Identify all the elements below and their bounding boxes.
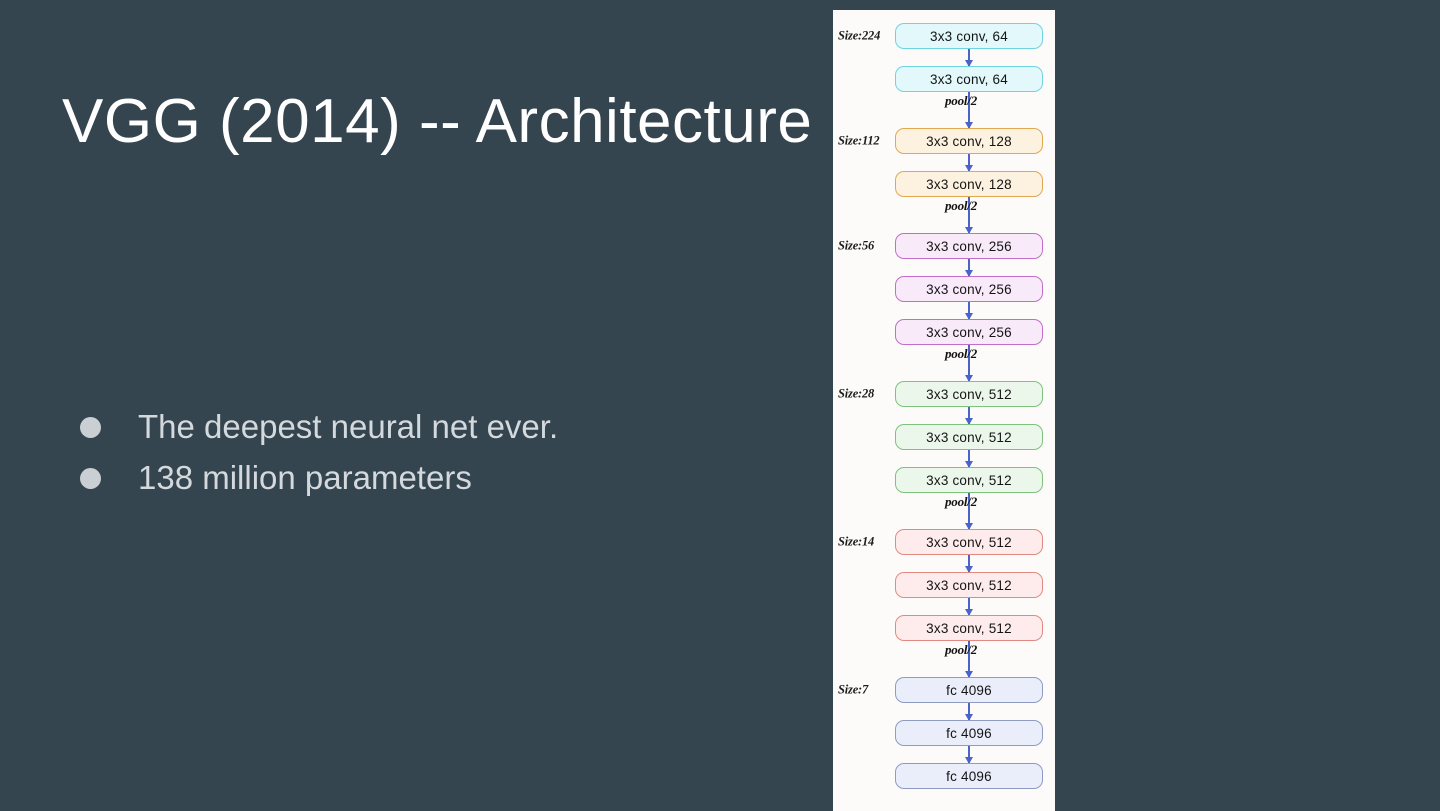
diagram-row: 3x3 conv, 256 xyxy=(833,276,1055,302)
layer-arrow xyxy=(964,154,973,172)
size-label: Size:7 xyxy=(838,682,869,697)
layer-box: 3x3 conv, 64 xyxy=(895,23,1043,49)
layer-box: 3x3 conv, 256 xyxy=(895,319,1043,345)
diagram-row: fc 4096 xyxy=(833,763,1055,789)
pool-arrow xyxy=(964,197,973,234)
size-label: Size:112 xyxy=(838,133,880,148)
list-item: The deepest neural net ever. xyxy=(80,408,780,446)
diagram-row: 3x3 conv, 512 xyxy=(833,572,1055,598)
layer-arrow xyxy=(964,746,973,764)
diagram-row: 3x3 conv, 64 xyxy=(833,66,1055,92)
layer-box: 3x3 conv, 128 xyxy=(895,128,1043,154)
layer-box: 3x3 conv, 512 xyxy=(895,381,1043,407)
diagram-row: Size:28 3x3 conv, 512 xyxy=(833,381,1055,407)
layer-box: fc 4096 xyxy=(895,720,1043,746)
diagram-row: 3x3 conv, 512 xyxy=(833,615,1055,641)
pool-label: pool/2 xyxy=(944,93,977,108)
pool-label: pool/2 xyxy=(944,198,977,213)
size-label: Size:224 xyxy=(838,28,881,43)
layer-arrow xyxy=(964,555,973,573)
pool-arrow xyxy=(964,641,973,678)
layer-arrow xyxy=(964,302,973,320)
pool-label: pool/2 xyxy=(944,346,977,361)
layer-box: 3x3 conv, 128 xyxy=(895,171,1043,197)
diagram-row: fc 4096 xyxy=(833,720,1055,746)
layer-arrow xyxy=(964,49,973,67)
layer-arrow xyxy=(964,259,973,277)
layer-box: 3x3 conv, 512 xyxy=(895,572,1043,598)
layer-box: 3x3 conv, 256 xyxy=(895,233,1043,259)
list-item: 138 million parameters xyxy=(80,459,780,497)
layer-box: 3x3 conv, 512 xyxy=(895,467,1043,493)
diagram-row: 3x3 conv, 512 xyxy=(833,424,1055,450)
layer-arrow xyxy=(964,407,973,425)
pool-label: pool/2 xyxy=(944,494,977,509)
size-label: Size:14 xyxy=(838,534,875,549)
bullet-point-icon xyxy=(80,467,101,489)
diagram-row: Size:14 3x3 conv, 512 xyxy=(833,529,1055,555)
bullet-list: The deepest neural net ever. 138 million… xyxy=(80,408,780,510)
bullet-point-icon xyxy=(80,416,101,438)
diagram-row: 3x3 conv, 128 xyxy=(833,171,1055,197)
diagram-row: 3x3 conv, 512 xyxy=(833,467,1055,493)
diagram-row: Size:56 3x3 conv, 256 xyxy=(833,233,1055,259)
bullet-text: The deepest neural net ever. xyxy=(138,408,559,446)
size-label: Size:56 xyxy=(838,238,875,253)
layer-box: 3x3 conv, 512 xyxy=(895,424,1043,450)
layer-box: 3x3 conv, 256 xyxy=(895,276,1043,302)
diagram-row: Size:224 3x3 conv, 64 xyxy=(833,23,1055,49)
layer-box: 3x3 conv, 64 xyxy=(895,66,1043,92)
pool-arrow xyxy=(964,493,973,530)
page-title: VGG (2014) -- Architecture xyxy=(62,87,813,156)
size-label: Size:28 xyxy=(838,386,875,401)
pool-label: pool/2 xyxy=(944,642,977,657)
layer-box: fc 4096 xyxy=(895,677,1043,703)
bullet-text: 138 million parameters xyxy=(138,459,472,497)
diagram-row: Size:112 3x3 conv, 128 xyxy=(833,128,1055,154)
diagram-row: 3x3 conv, 256 xyxy=(833,319,1055,345)
diagram-row: Size:7 fc 4096 xyxy=(833,677,1055,703)
layer-arrow xyxy=(964,598,973,616)
layer-box: 3x3 conv, 512 xyxy=(895,615,1043,641)
layer-arrow xyxy=(964,703,973,721)
layer-arrow xyxy=(964,450,973,468)
pool-arrow xyxy=(964,92,973,129)
pool-arrow xyxy=(964,345,973,382)
layer-box: 3x3 conv, 512 xyxy=(895,529,1043,555)
layer-box: fc 4096 xyxy=(895,763,1043,789)
